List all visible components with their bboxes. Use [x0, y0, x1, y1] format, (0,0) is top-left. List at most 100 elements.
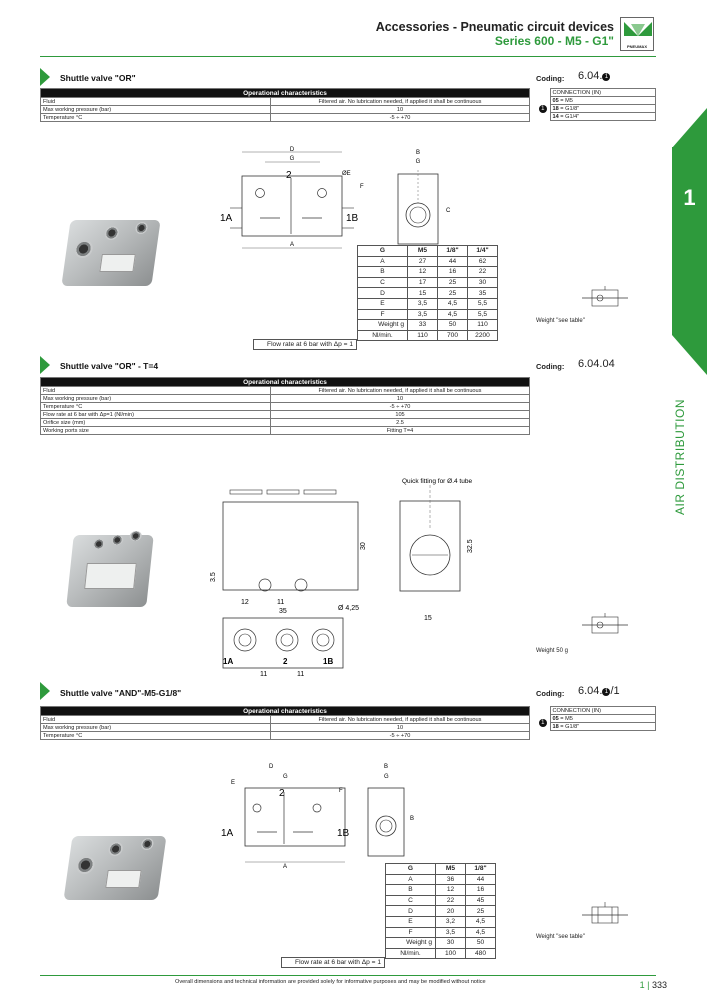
- chapter-label: AIR DISTRIBUTION: [673, 398, 687, 515]
- section-arrow: [40, 682, 50, 700]
- header-divider: [40, 56, 656, 57]
- table-row: 14 = G1/4": [536, 112, 656, 121]
- port-label: 1A: [221, 828, 234, 839]
- chapter-tab: [672, 147, 707, 335]
- dim-label: G: [416, 159, 421, 165]
- weight-note: Weight "see table": [536, 934, 585, 940]
- footer-note: Overall dimensions and technical informa…: [175, 979, 486, 985]
- coding-value: 6.04.1: [578, 70, 611, 82]
- dim-label: G: [283, 774, 288, 780]
- op-header: Operational characteristics: [40, 88, 530, 98]
- valve-symbol-and: [582, 902, 628, 924]
- dim-label: A: [283, 864, 287, 870]
- product-label: [84, 563, 137, 589]
- pneumax-logo: [620, 17, 654, 51]
- port-label: 1A: [220, 213, 233, 224]
- section-arrow: [40, 356, 50, 374]
- logo-text: PNEUMAX: [626, 44, 647, 49]
- port-hole: [75, 856, 96, 874]
- weight-note: Weight "see table": [536, 318, 585, 324]
- port-label: 1A: [223, 657, 233, 666]
- chapter-tab-tail: [672, 335, 707, 375]
- chapter-tab-notch: [672, 108, 707, 148]
- fitting-label: Quick fitting for Ø.4 tube: [402, 478, 472, 485]
- coding-label: Coding:: [536, 689, 565, 698]
- dim-label: 3.5: [210, 572, 217, 582]
- dim-label: Ø 4,25: [338, 605, 359, 612]
- product-photo: [66, 531, 154, 607]
- dim-label: E: [231, 780, 235, 786]
- flow-rate-label: Flow rate at 6 bar with Δp = 1: [253, 339, 357, 350]
- dim-label: B: [410, 816, 414, 822]
- port-hole: [107, 842, 124, 856]
- footer-divider: [40, 975, 656, 976]
- dim-label: C: [446, 208, 451, 214]
- dim-label: D: [290, 147, 295, 153]
- dim-label: A: [290, 242, 294, 248]
- valve-symbol-or: [582, 286, 628, 307]
- table-row: Max working pressure (bar)10: [40, 723, 530, 732]
- dim-label: G: [290, 156, 295, 162]
- dim-label: D: [269, 764, 274, 770]
- logo-graphic: [624, 22, 652, 36]
- bullet-icon: 1: [538, 718, 547, 727]
- dim-label: 32.5: [467, 539, 474, 553]
- technical-drawing-and: E D G F A 2 1A 1B: [221, 764, 350, 870]
- dim-label: B: [416, 150, 420, 156]
- port-hole: [140, 838, 155, 850]
- technical-drawing-front: D G ØE F A 2 1A 1B: [220, 147, 364, 249]
- flow-rate-label: Flow rate at 6 bar with Δp = 1: [281, 957, 385, 968]
- fitting: [92, 539, 106, 549]
- coding-value: 6.04.04: [578, 358, 615, 370]
- connection-header: CONNECTION (IN): [549, 88, 656, 97]
- fitting: [129, 531, 143, 541]
- port-hole: [73, 240, 94, 258]
- port-label: 2: [283, 657, 288, 666]
- connection-header: CONNECTION (IN): [549, 706, 656, 715]
- technical-drawing-side-and: B G B: [367, 764, 414, 857]
- page-title: Accessories - Pneumatic circuit devices: [375, 20, 614, 34]
- table-row: 18 = G1/8": [536, 722, 656, 731]
- technical-drawing-side-tequal4: Quick fitting for Ø.4 tube 32.5 15: [399, 478, 474, 622]
- port-label: 1B: [337, 828, 350, 839]
- bullet-icon: 1: [602, 688, 611, 696]
- table-row: 18 = G1/8": [536, 104, 656, 113]
- port-label: 2: [279, 788, 285, 799]
- table-row: Max working pressure (bar)10: [40, 394, 530, 403]
- page-subtitle: Series 600 - M5 - G1": [494, 34, 614, 48]
- bullet-icon: 1: [602, 73, 611, 81]
- section-title: Shuttle valve "OR" - T=4: [60, 361, 159, 371]
- bullet-icon: 1: [538, 104, 547, 113]
- dim-label: 11: [277, 599, 284, 606]
- section-arrow: [40, 68, 50, 86]
- port-label: 1B: [323, 657, 333, 666]
- table-row: Temperature °C-5 ÷ +70: [40, 113, 530, 122]
- section-title: Shuttle valve "OR": [60, 73, 136, 83]
- product-photo: [61, 220, 161, 286]
- valve-symbol-or: [582, 613, 628, 634]
- coding-label: Coding:: [536, 362, 565, 371]
- fitting: [110, 535, 124, 545]
- table-row: Max working pressure (bar)10: [40, 105, 530, 114]
- coding-label: Coding:: [536, 74, 565, 83]
- table-row: Temperature °C-5 ÷ +70: [40, 731, 530, 740]
- port-hole: [134, 222, 149, 234]
- product-label: [105, 870, 142, 888]
